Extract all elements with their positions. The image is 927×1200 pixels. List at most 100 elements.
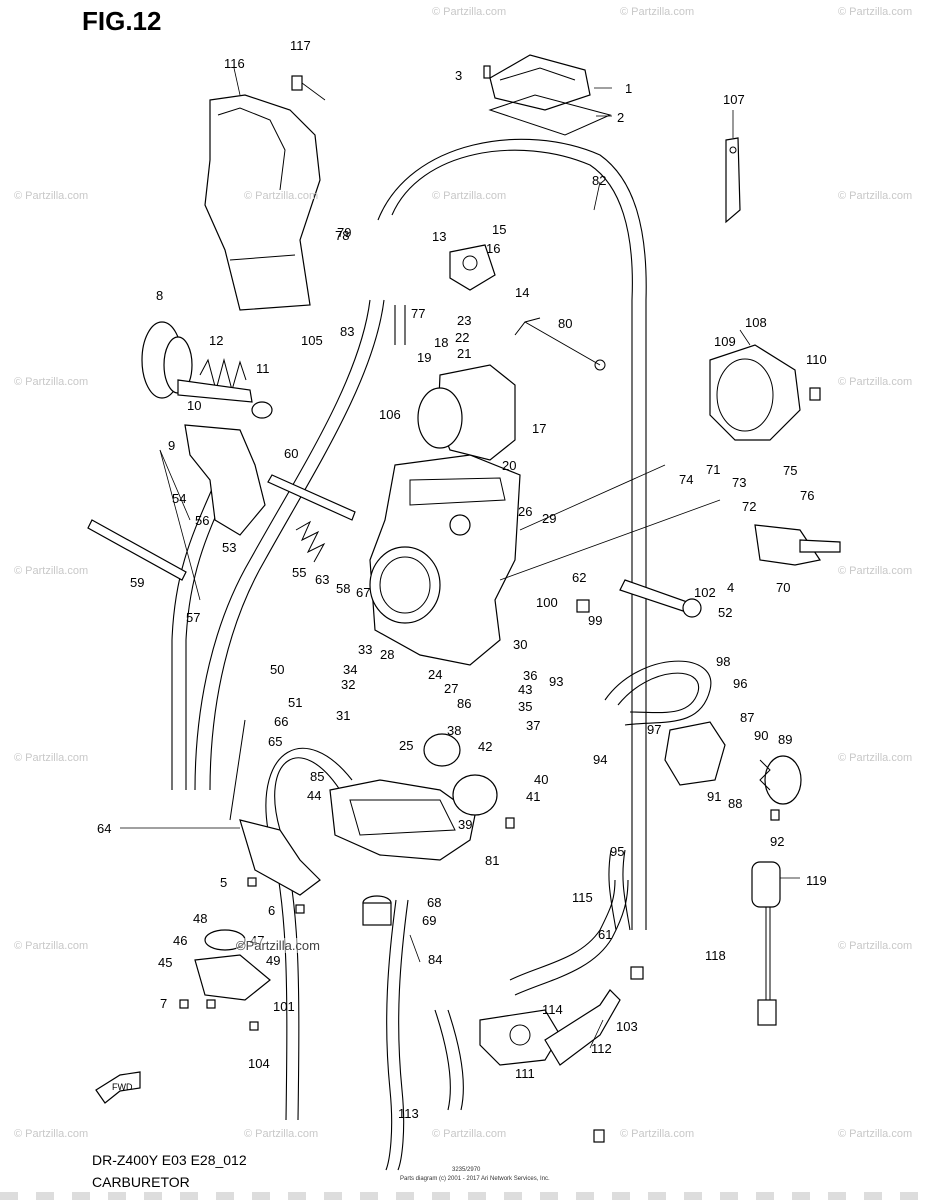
hose-83 (394, 305, 631, 931)
callout-105: 105 (301, 333, 323, 348)
callout-75: 75 (783, 463, 797, 478)
callout-116: 116 (224, 56, 245, 71)
watermark: © Partzilla.com (838, 376, 913, 388)
callout-31: 31 (336, 708, 350, 723)
callout-29: 29 (542, 511, 556, 526)
watermark: © Partzilla.com (432, 1128, 507, 1140)
callout-95: 95 (610, 844, 624, 859)
callout-23: 23 (457, 313, 471, 328)
callout-70: 70 (776, 580, 790, 595)
part-87-housing (664, 721, 726, 786)
part-11-cap (251, 401, 273, 419)
callout-102: 102 (694, 585, 716, 600)
callout-20: 20 (502, 458, 516, 473)
callout-16: 16 (486, 241, 500, 256)
part-113-hose (434, 1009, 464, 1111)
callout-52: 52 (718, 605, 732, 620)
watermark: © Partzilla.com (432, 6, 507, 18)
callout-40: 40 (534, 772, 548, 787)
part-80-linkage (514, 317, 606, 371)
part-103-bracket (544, 989, 621, 1066)
callout-112: 112 (591, 1041, 612, 1056)
callout-85a: 85 (310, 769, 324, 784)
callout-27: 27 (444, 681, 458, 696)
callout-labels: 1 2 3 4 5 6 7 8 9 10 11 12 13 14 15 16 1… (97, 38, 827, 1121)
callout-51: 51 (288, 695, 302, 710)
watermark: © Partzilla.com (620, 6, 695, 18)
callout-50: 50 (270, 662, 284, 677)
part-70-sensor (754, 524, 841, 566)
part-46-diaphragm (194, 929, 271, 1001)
part-39-float (423, 733, 498, 816)
callout-24: 24 (428, 667, 442, 682)
part-89-cover (759, 755, 802, 805)
watermark: © Partzilla.com (838, 1128, 913, 1140)
part-117-bolt (291, 75, 326, 101)
callout-48: 48 (193, 911, 207, 926)
watermark: © Partzilla.com (14, 565, 89, 577)
callout-35: 35 (518, 699, 532, 714)
copyright-credit: Parts diagram (c) 2001 - 2017 Ari Networ… (400, 1176, 550, 1182)
part-108-air-duct (709, 344, 801, 441)
callout-39: 39 (458, 817, 472, 832)
watermark: © Partzilla.com (14, 752, 89, 764)
callout-3: 3 (455, 68, 462, 83)
callout-84: 84 (428, 952, 442, 967)
callout-108: 108 (745, 315, 767, 330)
part-60-shaft (267, 474, 356, 521)
svg-text:FWD: FWD (112, 1082, 133, 1092)
callout-10: 10 (187, 398, 201, 413)
small-fasteners (179, 387, 821, 1143)
callout-42: 42 (478, 739, 492, 754)
part-8-throttle-drum (141, 321, 193, 399)
part-114-hose (509, 879, 629, 996)
callout-54: 54 (172, 491, 186, 506)
callout-110: 110 (806, 352, 827, 367)
callout-5: 5 (220, 875, 227, 890)
watermark: © Partzilla.com (838, 565, 913, 577)
callout-72: 72 (742, 499, 756, 514)
part-96-hose (604, 660, 712, 726)
watermark: © Partzilla.com (14, 940, 89, 952)
callout-18: 18 (434, 335, 448, 350)
callout-61: 61 (598, 927, 612, 942)
callout-60: 60 (284, 446, 298, 461)
callout-11: 11 (256, 361, 270, 376)
callout-67: 67 (356, 585, 370, 600)
callout-45: 45 (158, 955, 172, 970)
callout-65: 65 (268, 734, 282, 749)
callout-78a: 78 (335, 228, 349, 243)
callout-62a: 62 (572, 570, 586, 585)
callout-94: 94 (593, 752, 607, 767)
callout-21: 21 (457, 346, 471, 361)
watermark: © Partzilla.com (14, 1128, 89, 1140)
callout-89: 89 (778, 732, 792, 747)
callout-8: 8 (156, 288, 163, 303)
part-53-bracket (184, 424, 266, 536)
callout-119: 119 (806, 873, 827, 888)
callout-103: 103 (616, 1019, 638, 1034)
callout-28: 28 (380, 647, 394, 662)
callout-81a: 81 (485, 853, 499, 868)
callout-77a: 77 (411, 306, 425, 321)
part-64-bracket (229, 719, 321, 896)
callout-41: 41 (526, 789, 540, 804)
callout-32: 32 (341, 677, 355, 692)
callout-100: 100 (536, 595, 558, 610)
callout-25: 25 (399, 738, 413, 753)
watermark: © Partzilla.com (838, 6, 913, 18)
callout-92: 92 (770, 834, 784, 849)
model-code: DR-Z400Y E03 E28_012 (92, 1152, 247, 1168)
part-carburetor-body (369, 454, 521, 666)
watermark: © Partzilla.com (838, 752, 913, 764)
callout-76a: 76 (800, 488, 814, 503)
callout-37: 37 (526, 718, 540, 733)
callout-12: 12 (209, 333, 223, 348)
callout-19: 19 (417, 350, 431, 365)
part-1-top-cap (489, 54, 591, 111)
part-59-long-screw (87, 519, 187, 581)
callout-80: 80 (558, 316, 572, 331)
part-44-float-chamber (329, 779, 476, 861)
callout-63: 63 (315, 572, 329, 587)
